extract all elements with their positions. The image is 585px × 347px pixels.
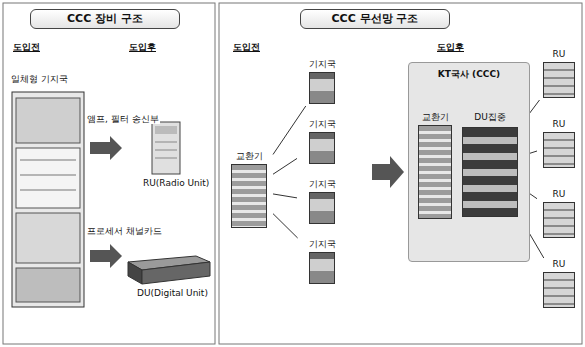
node-label: RU xyxy=(537,188,581,199)
node-label: 교환기 xyxy=(225,150,273,161)
panel-frame xyxy=(3,3,215,344)
bts-node: 기지국 xyxy=(297,118,347,166)
office-node: KT국사 (CCC) 교환기DU집중 xyxy=(408,62,530,262)
node-label: 기지국 xyxy=(297,178,347,189)
ru-icon xyxy=(543,62,575,98)
link-line xyxy=(273,106,306,154)
link-line xyxy=(273,214,298,238)
ru-node: RU xyxy=(537,258,581,310)
heading-box: CCC 무선망 구조 xyxy=(300,9,450,29)
heading-text: CCC 무선망 구조 xyxy=(332,13,419,26)
part-label: 프로세서 채널카드 xyxy=(86,226,163,236)
part-label: 앰프, 필터 송신부 xyxy=(86,114,160,124)
bts-node: 기지국 xyxy=(297,178,347,226)
phase-label: 도입후 xyxy=(436,42,465,52)
node-label: 기지국 xyxy=(297,238,347,249)
heading-text: CCC 장비 구조 xyxy=(67,13,143,26)
du-node: DU집중 xyxy=(458,111,522,221)
ru-node: RU xyxy=(537,118,581,170)
base-station-icon xyxy=(309,192,335,224)
node-label: 기지국 xyxy=(297,58,347,69)
ru-icon xyxy=(543,272,575,308)
node-label: KT국사 (CCC) xyxy=(409,63,529,79)
cabinet-illustration xyxy=(12,92,84,307)
node-label: RU xyxy=(537,48,581,59)
du-illustration xyxy=(128,256,210,284)
bts-node: 기지국 xyxy=(297,238,347,286)
node-label: RU xyxy=(537,258,581,269)
phase-label: 도입전 xyxy=(12,42,41,52)
switch-icon xyxy=(418,125,452,219)
panel-frame xyxy=(219,3,582,344)
part-label: RU(Radio Unit) xyxy=(142,178,210,188)
link-line xyxy=(273,194,297,198)
switch-node: 교환기 xyxy=(412,111,458,221)
ru-illustration xyxy=(152,122,180,174)
part-label: 일체형 기지국 xyxy=(10,74,69,84)
ru-node: RU xyxy=(537,48,581,100)
du-stack-icon xyxy=(462,127,518,217)
link-line xyxy=(273,158,297,174)
transition-arrow xyxy=(90,136,404,268)
ru-node: RU xyxy=(537,188,581,240)
node-label: 교환기 xyxy=(412,111,458,122)
ru-icon xyxy=(543,202,575,238)
switch-node: 교환기 xyxy=(225,150,273,230)
ru-icon xyxy=(543,132,575,168)
phase-label: 도입전 xyxy=(232,42,261,52)
node-label: 기지국 xyxy=(297,118,347,129)
heading-box: CCC 장비 구조 xyxy=(30,9,180,29)
node-label: RU xyxy=(537,118,581,129)
base-station-icon xyxy=(309,132,335,164)
base-station-icon xyxy=(309,72,335,104)
phase-label: 도입후 xyxy=(128,42,157,52)
base-station-icon xyxy=(309,252,335,284)
bts-node: 기지국 xyxy=(297,58,347,106)
part-label: DU(Digital Unit) xyxy=(136,288,209,298)
switch-icon xyxy=(231,164,267,228)
node-label: DU집중 xyxy=(458,111,522,122)
